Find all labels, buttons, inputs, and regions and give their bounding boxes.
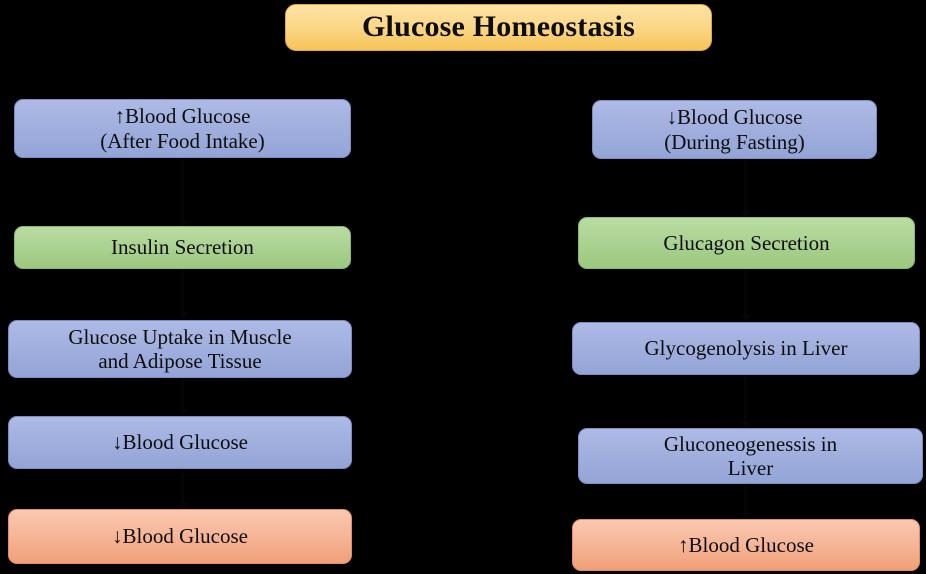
left-step-3-glucose-uptake: Glucose Uptake in Muscle and Adipose Tis… xyxy=(8,320,352,378)
left-step-4-blood-glucose-low: ↓Blood Glucose xyxy=(8,416,352,469)
right-step-1-blood-glucose-low: ↓Blood Glucose (During Fasting) xyxy=(592,100,877,159)
connector-left-1 xyxy=(181,158,184,226)
diagram-title: Glucose Homeostasis xyxy=(285,4,712,51)
connector-right-4 xyxy=(744,484,747,519)
right-step-2-glucagon-secretion: Glucagon Secretion xyxy=(578,217,915,269)
connector-left-2 xyxy=(181,269,184,318)
connector-right-3 xyxy=(744,375,747,428)
connector-left-3 xyxy=(181,378,184,415)
left-step-2-insulin-secretion: Insulin Secretion xyxy=(14,226,351,269)
left-step-1-blood-glucose-high: ↑Blood Glucose (After Food Intake) xyxy=(14,99,351,158)
right-step-5-blood-glucose-high-final: ↑Blood Glucose xyxy=(572,519,920,571)
left-step-5-blood-glucose-low-final: ↓Blood Glucose xyxy=(8,509,352,564)
right-step-4-gluconeogenesis: Gluconeogenessis in Liver xyxy=(578,428,923,484)
connector-left-4 xyxy=(181,469,184,508)
right-step-3-glycogenolysis: Glycogenolysis in Liver xyxy=(572,322,920,375)
connector-right-1 xyxy=(744,159,747,216)
connector-right-2 xyxy=(744,269,747,321)
